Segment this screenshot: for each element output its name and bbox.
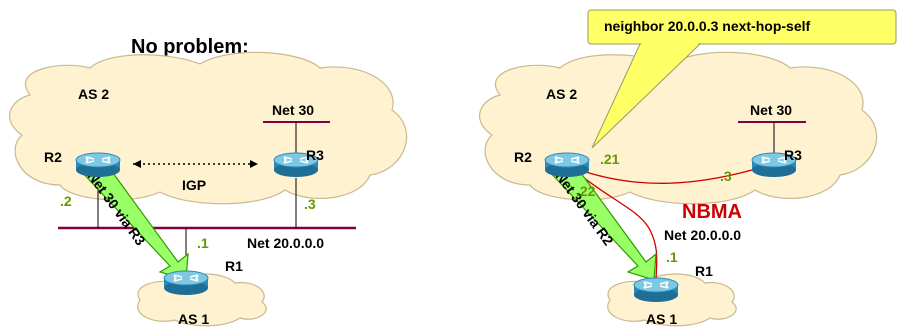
left-net20-label: Net 20.0.0.0 [247,235,324,251]
right-r1-address: .1 [666,249,678,265]
left-as1-label: AS 1 [178,311,209,327]
left-r2-address: .2 [60,193,72,209]
left-as2-label: AS 2 [78,86,109,102]
left-r2-label: R2 [44,149,62,165]
left-r3-address: .3 [304,196,316,212]
left-route-arrow [79,157,189,281]
left-net30-label: Net 30 [272,102,314,118]
left-r1-address: .1 [197,235,209,251]
left-igp-label: IGP [182,177,206,193]
right-callout-pointer-cover [641,43,699,80]
left-title: No problem: [131,36,249,58]
left-r2-router-icon [75,152,121,178]
right-as2-label: AS 2 [546,86,577,102]
left-r1-router-icon [163,270,209,296]
right-nbma-link-r2-r3 [573,167,753,184]
right-callout-box [587,9,897,45]
right-r2-label: R2 [514,149,532,165]
right-nbma-link-r2-r1 [573,169,658,283]
right-r3-address: .3 [720,168,732,184]
right-callout-text: neighbor 20.0.0.3 next-hop-self [604,18,810,34]
left-as2-cloud [9,51,408,205]
right-r1-router-icon [633,277,679,303]
right-r2-router-icon [544,152,590,178]
right-as1-label: AS 1 [646,311,677,327]
right-net20-label: Net 20.0.0.0 [664,227,741,243]
right-as2-cloud [479,51,878,205]
right-net30-label: Net 30 [750,102,792,118]
right-r2-address-a: .21 [600,151,620,167]
right-route-arrow [547,157,657,281]
right-r2-address-b: .22 [576,183,596,199]
right-r3-label: R3 [784,147,802,163]
left-r1-label: R1 [225,258,243,274]
right-nbma-label: NBMA [682,201,742,223]
right-r1-label: R1 [695,263,713,279]
left-r3-label: R3 [306,147,324,163]
